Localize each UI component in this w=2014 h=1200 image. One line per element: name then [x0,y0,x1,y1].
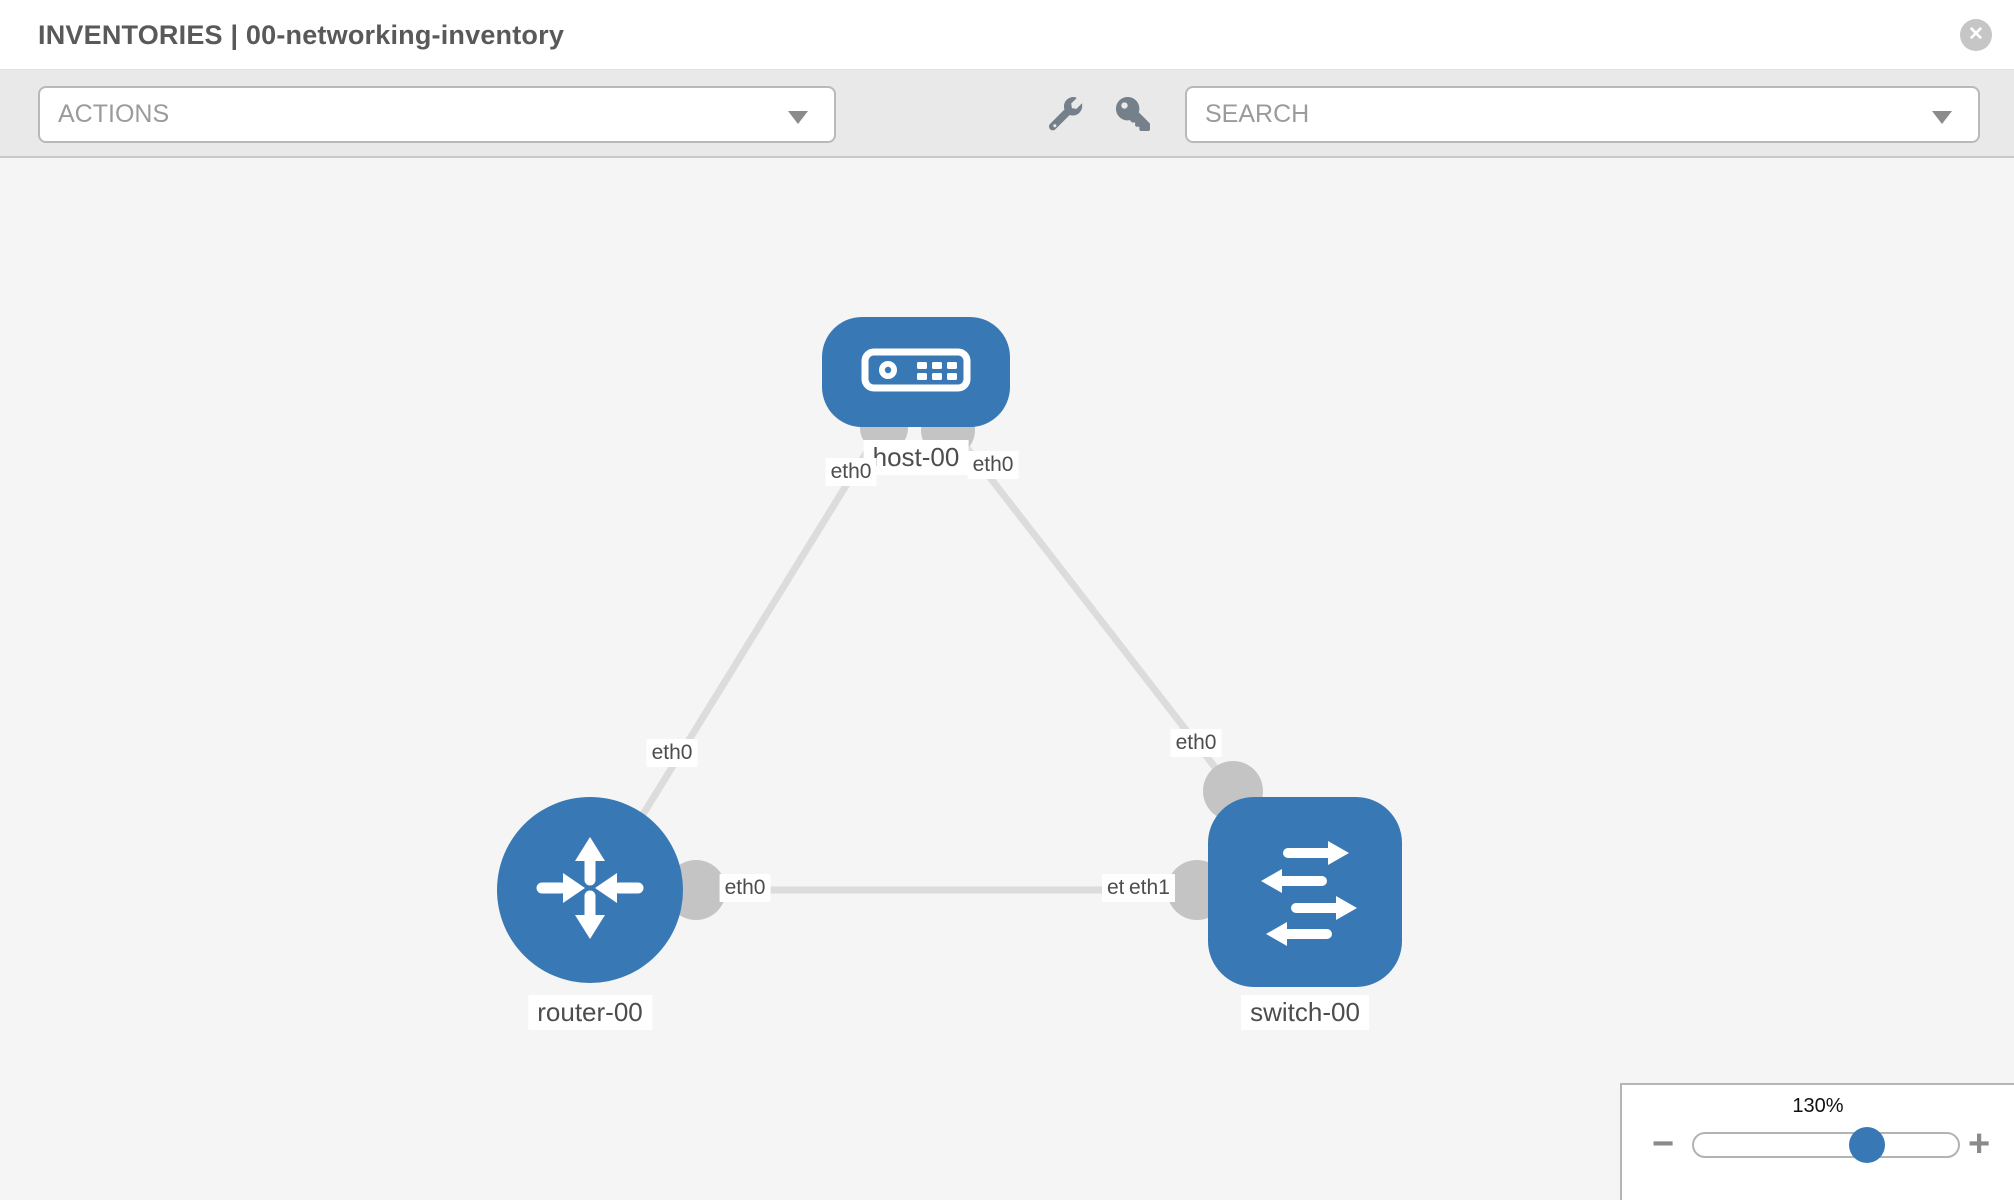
credentials-button[interactable] [1116,97,1150,131]
zoom-slider-thumb[interactable] [1849,1127,1885,1163]
key-icon [1116,97,1150,131]
node-label-switch: switch-00 [1241,995,1369,1030]
interface-label-switch-eth1: eth1 [1124,874,1175,902]
window-header: INVENTORIES | 00-networking-inventory ✕ [0,0,2014,70]
node-label-router: router-00 [528,995,652,1030]
page-title: INVENTORIES | 00-networking-inventory [38,20,565,50]
interface-label-router-eth0-upper: eth0 [646,739,698,767]
zoom-slider-track[interactable] [1692,1127,1960,1163]
zoom-out-button[interactable]: − [1652,1123,1675,1165]
switch-icon [1241,826,1369,959]
host-device-icon [861,346,971,399]
zoom-control-panel: 130% − + [1620,1083,2014,1200]
chevron-down-icon [1932,111,1952,124]
close-icon[interactable]: ✕ [1960,19,1992,51]
zoom-in-button[interactable]: + [1968,1123,1991,1165]
wrench-icon [1049,97,1083,131]
interface-label-host-eth0-left: eth0 [825,458,877,486]
node-router-00[interactable] [497,797,683,983]
interface-label-switch-eth0-upper: eth0 [1170,729,1222,757]
node-switch-00[interactable] [1208,797,1402,987]
node-host-00[interactable] [822,317,1010,427]
interface-label-router-eth0-mid: eth0 [719,874,771,902]
node-label-host: host-00 [863,440,969,475]
actions-dropdown[interactable]: ACTIONS [38,86,836,143]
search-dropdown-label: SEARCH [1205,100,1310,128]
interface-label-host-eth0-right: eth0 [967,451,1019,479]
toolbar: ACTIONS SEARCH [0,70,2014,158]
chevron-down-icon [788,111,808,124]
link-host-router[interactable] [601,420,888,880]
links-layer [596,403,1304,920]
actions-dropdown-label: ACTIONS [58,100,170,128]
topology-canvas[interactable]: host-00 router-00 switch-00 eth0 eth0 et… [0,158,2014,1200]
zoom-level-value: 130% [1792,1095,1844,1117]
configure-button[interactable] [1049,97,1083,131]
router-icon [530,828,650,953]
search-dropdown[interactable]: SEARCH [1185,86,1980,143]
